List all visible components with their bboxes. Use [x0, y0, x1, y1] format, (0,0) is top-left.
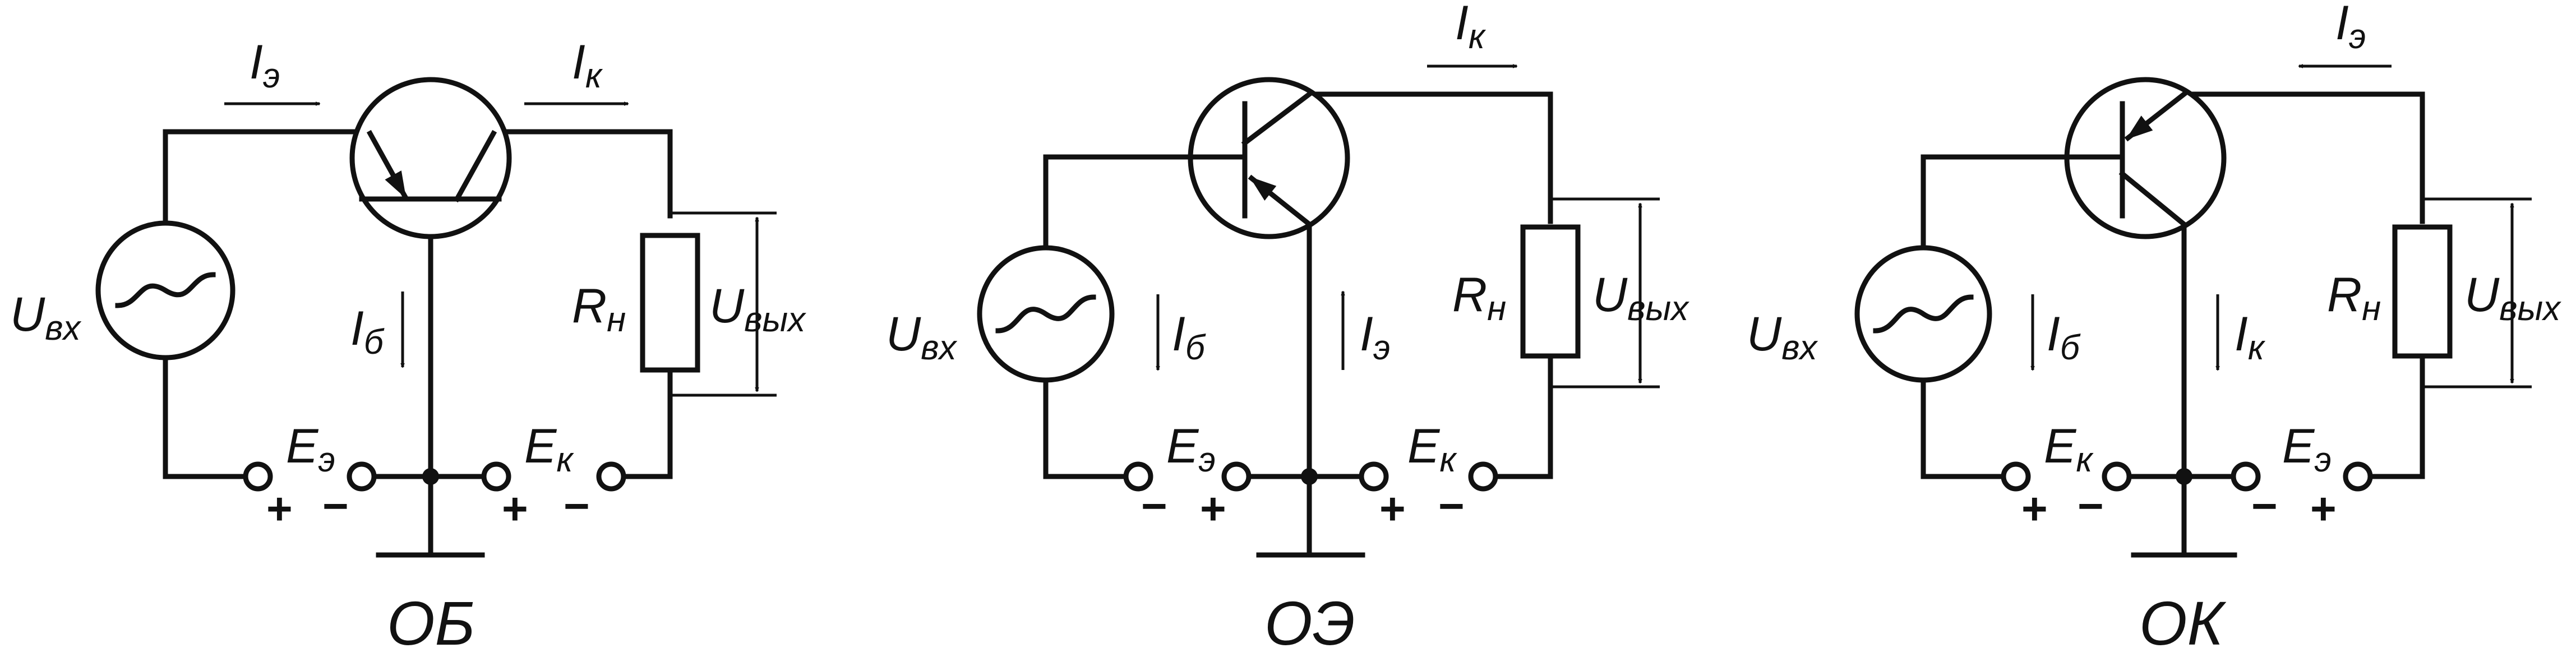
output-voltage-ticks — [1550, 197, 1660, 388]
junction-dot — [1301, 468, 1318, 485]
circuit-common-emitter: Iк Uвх Iб Iэ Rн Uвых Eэ Eк − + + − ОЭ — [886, 0, 1689, 657]
label-emitter-current: Iэ — [1360, 307, 1390, 367]
label-input-voltage: Uвх — [1747, 307, 1818, 367]
wire — [620, 370, 673, 479]
wire — [457, 129, 673, 219]
polarity-sign: − — [322, 481, 349, 531]
polarity-sign: + — [2021, 484, 2048, 534]
wire — [2366, 356, 2425, 479]
terminal — [481, 461, 511, 492]
wire — [1307, 91, 1553, 224]
ac-source-icon — [977, 245, 1115, 383]
label-supply-right: Eэ — [2282, 419, 2332, 479]
label-base-current: Iб — [350, 302, 385, 362]
load-resistor — [640, 233, 700, 373]
label-output-voltage: Uвых — [709, 279, 806, 339]
polarity-sign: + — [2310, 484, 2337, 534]
caption: ОК — [2139, 589, 2227, 657]
transistor — [2064, 77, 2227, 239]
terminal — [1359, 461, 1389, 492]
label-load: Rн — [2327, 268, 2381, 328]
ac-source-icon — [1854, 245, 1992, 383]
label-collector-current: Iк — [572, 35, 603, 95]
output-voltage-ticks — [670, 211, 777, 397]
load-resistor — [2392, 224, 2453, 359]
transistor — [1188, 77, 1350, 239]
caption: ОЭ — [1264, 589, 1355, 657]
terminal — [347, 461, 377, 492]
circuit-common-collector: Iэ Uвх Iб Iк Rн Uвых Eк Eэ + − − + ОК — [1747, 0, 2561, 657]
caption: ОБ — [387, 589, 475, 657]
wire — [163, 345, 250, 479]
terminal — [243, 461, 273, 492]
terminal — [596, 461, 626, 492]
wire — [1492, 356, 1553, 479]
label-emitter-current: Iэ — [250, 35, 280, 95]
label-load: Rн — [1452, 268, 1506, 328]
label-supply-left: Eэ — [286, 419, 335, 479]
label-input-voltage: Uвх — [886, 307, 957, 367]
transistor — [349, 77, 512, 239]
ac-source-icon — [95, 220, 236, 360]
label-load: Rн — [572, 279, 626, 339]
terminal — [2001, 461, 2031, 492]
label-base-current: Iб — [2047, 307, 2081, 367]
label-base-current: Iб — [1172, 307, 1206, 367]
circuit-common-base: Iэ Iк Iб Uвх Rн Uвых Eэ Eк + − + − ОБ — [10, 35, 806, 657]
terminal — [2231, 461, 2261, 492]
terminal — [2102, 461, 2132, 492]
polarity-sign: − — [1438, 481, 1465, 531]
terminal — [1123, 461, 1153, 492]
polarity-sign: + — [502, 484, 528, 534]
wire — [1043, 154, 1194, 258]
label-output-voltage: Uвых — [1592, 268, 1689, 328]
label-collector-current: Iк — [2235, 307, 2266, 367]
terminal — [1221, 461, 1252, 492]
load-resistor — [1520, 224, 1581, 359]
polarity-sign: − — [2078, 481, 2104, 531]
polarity-sign: − — [1141, 481, 1167, 531]
label-input-voltage: Uвх — [10, 288, 81, 348]
label-supply-left: Eэ — [1166, 419, 1216, 479]
wire — [2178, 91, 2425, 224]
terminal — [2343, 461, 2373, 492]
polarity-sign: − — [2251, 481, 2278, 531]
wire — [1921, 364, 2007, 479]
junction-dot — [422, 468, 439, 485]
wire — [1043, 364, 1130, 479]
label-emitter-current: Iэ — [2335, 0, 2366, 56]
terminal — [1468, 461, 1498, 492]
label-output-voltage: Uвых — [2464, 268, 2561, 328]
polarity-sign: + — [266, 484, 293, 534]
junction-dot — [2176, 468, 2192, 485]
output-voltage-ticks — [2422, 197, 2532, 388]
label-supply-right: Eк — [1407, 419, 1457, 479]
wire — [163, 129, 395, 235]
polarity-sign: + — [1379, 484, 1406, 534]
wire — [1921, 154, 2072, 258]
polarity-sign: + — [1200, 484, 1226, 534]
label-supply-right: Eк — [524, 419, 574, 479]
label-collector-current: Iк — [1455, 0, 1486, 56]
label-supply-left: Eк — [2044, 419, 2094, 479]
polarity-sign: − — [564, 481, 590, 531]
